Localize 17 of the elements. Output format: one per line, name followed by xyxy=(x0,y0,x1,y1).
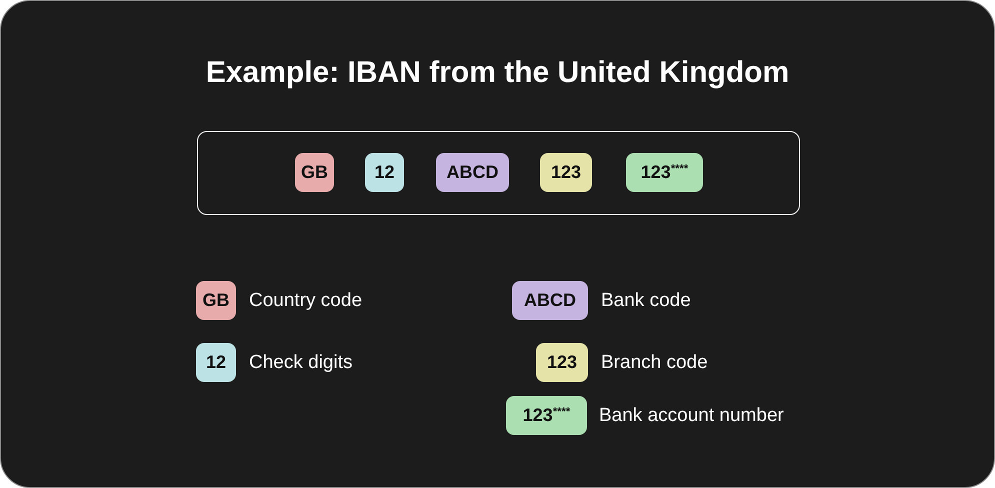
iban-box xyxy=(197,131,800,215)
account-number-chip: 123$^{****}$ xyxy=(506,396,587,435)
title: Example: IBAN from the United Kingdom xyxy=(204,55,790,91)
bank-code-chip: ABCD xyxy=(512,281,588,320)
bank-code-chip: ABCD xyxy=(436,153,509,192)
account-number-chip: 123$^{****}$ xyxy=(626,153,703,192)
country-code-chip: GB xyxy=(295,153,334,192)
check-digits-chip: 12 xyxy=(365,153,404,192)
segment-description: Bank account number xyxy=(599,404,784,428)
segment-description: Branch code xyxy=(601,351,708,375)
branch-code-chip: 123 xyxy=(540,153,592,192)
segment-description: Bank code xyxy=(601,289,691,313)
branch-code-chip: 123 xyxy=(536,343,588,382)
check-digits-chip: 12 xyxy=(196,343,236,382)
segment-description: Check digits xyxy=(249,351,352,375)
segment-description: Country code xyxy=(249,289,362,313)
country-code-chip: GB xyxy=(196,281,236,320)
